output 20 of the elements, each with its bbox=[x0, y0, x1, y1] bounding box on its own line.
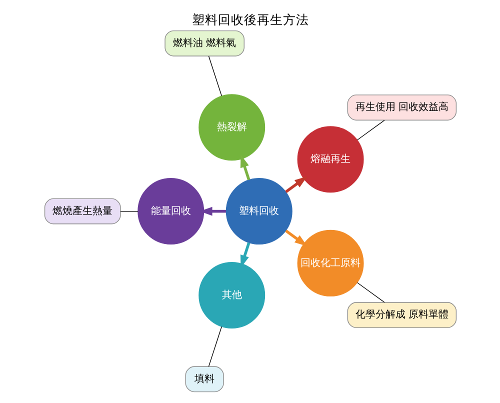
node-circle: 熱裂解 bbox=[198, 94, 265, 161]
node-box: 再生使用 回收效益高 bbox=[346, 94, 456, 120]
connector bbox=[208, 326, 222, 367]
arrow bbox=[240, 154, 250, 180]
node-circle: 其他 bbox=[198, 262, 265, 328]
node-box: 燃料油 燃料氣 bbox=[164, 30, 244, 56]
connector bbox=[120, 210, 138, 212]
node-box: 填料 bbox=[184, 366, 224, 392]
connector bbox=[356, 120, 384, 140]
node-circle: 能量回收 bbox=[137, 178, 204, 245]
node-circle: 熔融再生 bbox=[296, 126, 364, 193]
diagram-title: 塑料回收後再生方法 bbox=[192, 12, 308, 28]
arrow bbox=[284, 230, 307, 246]
node-circle: 回收化工原料 bbox=[296, 230, 364, 296]
node-circle: 塑料回收 bbox=[225, 178, 292, 245]
arrow bbox=[284, 176, 307, 193]
connector bbox=[208, 56, 222, 96]
node-box: 化學分解成 原料單體 bbox=[346, 302, 456, 328]
node-box: 燃燒產生熱量 bbox=[44, 198, 120, 224]
connector bbox=[356, 282, 384, 303]
